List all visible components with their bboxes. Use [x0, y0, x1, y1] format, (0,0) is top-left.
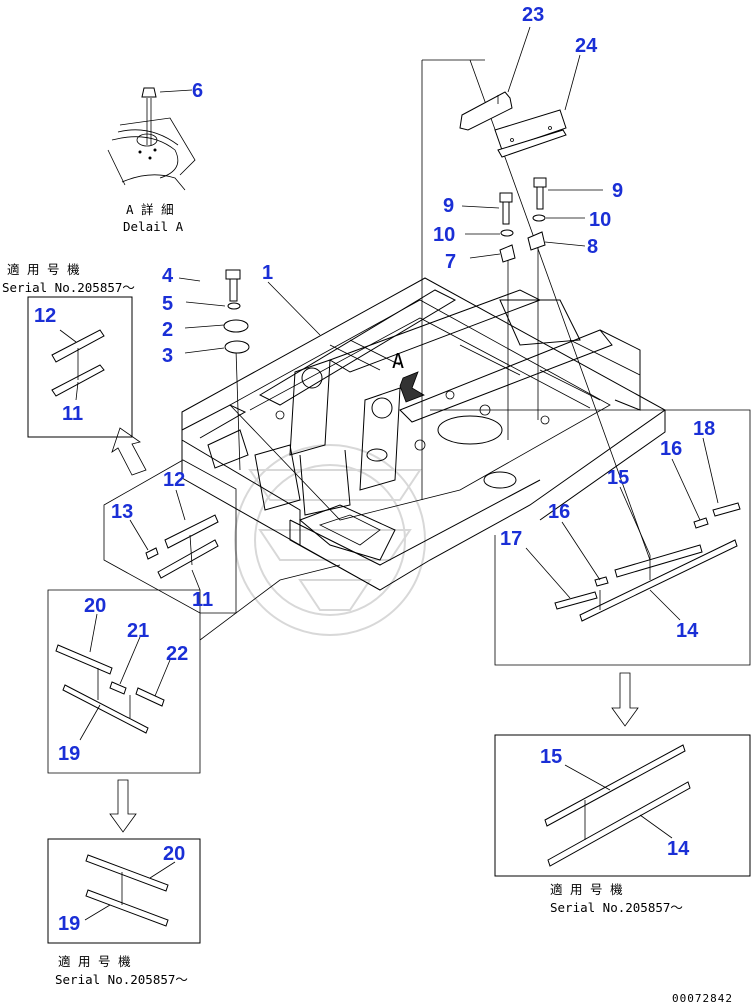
callout-2: 2 [162, 319, 173, 341]
callout-7: 7 [445, 251, 456, 273]
serial-note-top-jp: 適 用 号 機 [7, 262, 80, 277]
serial-note-bottom-jp: 適 用 号 機 [58, 954, 131, 969]
box-14-18 [430, 409, 751, 666]
detail-a-title-jp: A 詳 細 [126, 202, 174, 217]
callout-19-serial: 19 [58, 913, 80, 935]
callout-10-left: 10 [433, 224, 455, 246]
serial-note-right-jp: 適 用 号 機 [550, 882, 623, 897]
callout-15-serial: 15 [540, 746, 562, 768]
callout-14: 14 [676, 620, 699, 642]
serial-note-bottom-en: Serial No.205857～ [55, 972, 188, 987]
callout-16-left: 16 [548, 501, 570, 523]
part-7-bracket [499, 244, 516, 263]
callout-13: 13 [111, 501, 133, 523]
callout-9-right: 9 [612, 180, 623, 202]
box-20-21-22 [47, 589, 201, 774]
part-10-washer-right [532, 214, 546, 222]
callout-18: 18 [693, 418, 715, 440]
callout-5: 5 [162, 293, 173, 315]
leader-lines [59, 26, 719, 921]
drawing-code: 00072842 [672, 992, 733, 1005]
callout-14-serial: 14 [667, 838, 690, 860]
part-9-bolt-left [499, 192, 513, 225]
part-3-plate [224, 340, 250, 354]
callout-3: 3 [162, 345, 173, 367]
callout-1: 1 [262, 262, 273, 284]
serial-box-12-11 [27, 296, 133, 438]
arrow-to-serial-box [111, 427, 147, 476]
callout-19: 19 [58, 743, 80, 765]
serial-box-15-14 [494, 734, 751, 877]
parts-20-21-22-drawing [55, 644, 165, 734]
detail-a-title-en: Delail A [123, 219, 184, 234]
leader-box-20 [199, 564, 341, 641]
callout-6: 6 [192, 80, 203, 102]
callout-12-serial: 12 [34, 305, 56, 327]
callout-4: 4 [162, 265, 174, 287]
callout-22: 22 [166, 643, 188, 665]
parts-20-19-drawing-serial [85, 854, 169, 927]
leader-4 [178, 277, 201, 282]
serial-note-top-en: Serial No.205857～ [2, 280, 135, 295]
callout-11-serial: 11 [62, 403, 83, 425]
part-4-bolt [225, 269, 241, 302]
callout-21: 21 [127, 620, 149, 642]
arrow-down-right [611, 672, 639, 727]
callout-numbers: 6 23 24 9 9 10 10 8 7 4 1 5 2 3 12 11 12… [34, 4, 715, 935]
callout-10-right: 10 [589, 209, 611, 231]
parts-15-14-drawing-serial [544, 744, 691, 867]
part-10-washer-left [500, 229, 514, 237]
callout-17: 17 [500, 528, 522, 550]
parts-14-18-drawing [554, 502, 741, 622]
callout-20-serial: 20 [163, 843, 185, 865]
part-5-washer [227, 302, 241, 310]
callout-12: 12 [163, 469, 185, 491]
callout-20: 20 [84, 595, 106, 617]
main-frame-drawing [181, 240, 666, 591]
serial-box-20-19 [47, 838, 201, 944]
part-9-bolt-right [533, 177, 547, 210]
view-a-letter: A [392, 349, 404, 373]
callout-8: 8 [587, 236, 598, 258]
arrow-down-left [109, 779, 137, 833]
callout-11: 11 [192, 589, 213, 611]
callout-9-left: 9 [443, 195, 454, 217]
serial-note-right-en: Serial No.205857～ [550, 900, 683, 915]
callout-15: 15 [607, 467, 629, 489]
detail-a-drawing [107, 87, 196, 191]
part-8-bracket [527, 231, 546, 251]
callout-16-right: 16 [660, 438, 682, 460]
parts-12-13-11-drawing [145, 514, 219, 579]
callout-23: 23 [522, 4, 544, 26]
part-2-plate [223, 319, 249, 333]
part-24-plate [494, 109, 567, 158]
part-23-plate [459, 91, 513, 131]
parts-12-11-drawing-serial [51, 329, 105, 397]
callout-24: 24 [575, 35, 598, 57]
